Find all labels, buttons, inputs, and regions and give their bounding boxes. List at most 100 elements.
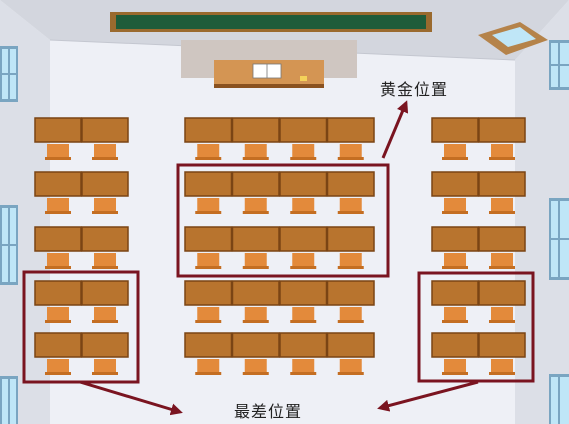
student-chair [442,307,468,323]
student-chair [442,144,468,160]
student-desk [279,117,328,143]
student-desk [231,171,280,197]
student-desk [81,117,129,143]
student-desk [326,280,375,306]
student-desk [478,171,526,197]
window-icon [0,46,18,102]
student-chair [92,144,118,160]
student-chair [337,307,364,323]
student-desk [326,171,375,197]
student-desk [231,280,280,306]
student-desk [431,117,479,143]
left-wall [0,0,50,424]
student-chair [195,198,222,214]
student-chair [92,253,118,269]
student-chair [290,253,317,269]
student-desk [431,226,479,252]
student-desk [34,280,82,306]
best-area-box [176,163,390,278]
student-desk [34,332,82,358]
best-position-label: 黄金位置 [380,80,449,99]
student-desk [231,332,280,358]
student-desk [431,280,479,306]
student-chair [290,198,317,214]
blackboard [110,12,432,32]
worst-position-label: 最差位置 [234,402,303,421]
student-chair [92,359,118,375]
window-icon [0,205,18,285]
ceiling-light-icon [478,22,548,55]
student-desk [184,332,233,358]
student-chair [489,253,515,269]
student-chair [195,359,222,375]
window-icon [549,374,569,424]
student-chair [337,144,364,160]
student-chair [337,253,364,269]
student-chair [92,307,118,323]
student-chair [442,198,468,214]
student-desk [478,332,526,358]
student-chair [242,144,269,160]
student-desk [81,171,129,197]
desk-layout [34,117,526,375]
student-chair [45,198,71,214]
student-desk [478,226,526,252]
student-chair [489,359,515,375]
student-desk [326,226,375,252]
student-desk [478,117,526,143]
student-desk [184,117,233,143]
student-chair [242,359,269,375]
student-desk [34,226,82,252]
student-chair [242,253,269,269]
book-icon [252,63,282,79]
student-desk [279,226,328,252]
student-chair [290,359,317,375]
student-chair [290,144,317,160]
student-desk [184,171,233,197]
student-desk [184,280,233,306]
chalk-box [300,76,307,81]
student-desk [431,171,479,197]
worst-area-arrow-right [377,380,479,412]
best-area-arrow [381,100,409,159]
student-desk [34,171,82,197]
student-desk [326,332,375,358]
student-chair [489,198,515,214]
window-icon [549,40,569,90]
student-chair [45,253,71,269]
student-desk [431,332,479,358]
student-chair [442,359,468,375]
student-chair [290,307,317,323]
student-desk [326,117,375,143]
student-desk [279,171,328,197]
student-desk [81,226,129,252]
student-chair [45,144,71,160]
student-chair [92,198,118,214]
student-chair [442,253,468,269]
student-chair [45,359,71,375]
student-chair [45,307,71,323]
worst-area-arrow-left [79,380,183,416]
student-chair [337,359,364,375]
student-desk [231,226,280,252]
window-icon [0,376,18,424]
student-chair [337,198,364,214]
student-desk [81,280,129,306]
student-desk [81,332,129,358]
student-desk [279,280,328,306]
student-chair [489,144,515,160]
student-desk [231,117,280,143]
student-chair [489,307,515,323]
student-chair [195,253,222,269]
student-chair [195,144,222,160]
student-desk [34,117,82,143]
window-icon [549,198,569,280]
student-chair [242,198,269,214]
student-chair [195,307,222,323]
student-desk [184,226,233,252]
student-desk [279,332,328,358]
right-wall [515,0,569,424]
student-chair [242,307,269,323]
